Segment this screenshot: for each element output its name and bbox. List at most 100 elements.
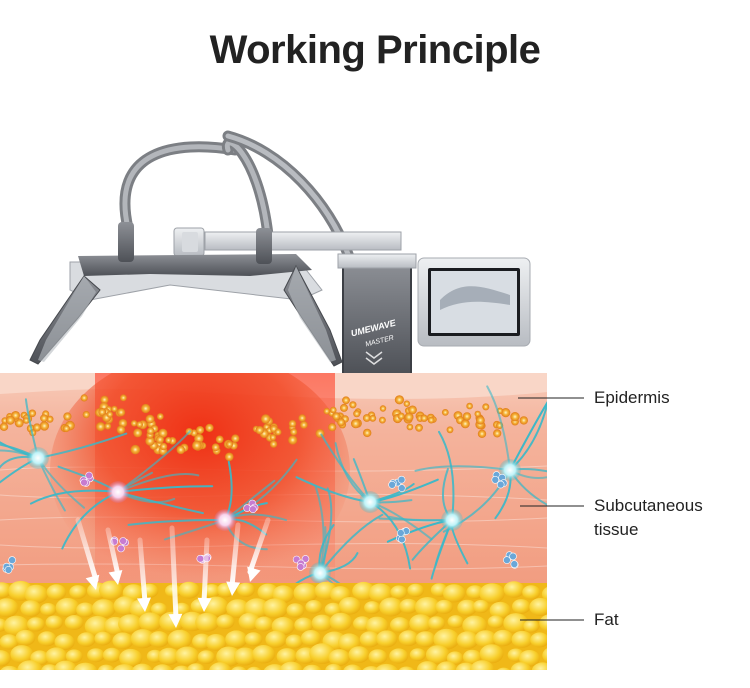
fat-cell <box>158 647 180 666</box>
label-subcutaneous-tissue: Subcutaneous tissue <box>594 496 703 539</box>
nerve-node <box>309 562 331 584</box>
lymph-cluster <box>491 475 500 484</box>
lymph-cluster <box>301 555 310 563</box>
skin-cell <box>145 414 155 424</box>
fat-cell <box>84 615 111 637</box>
skin-cell <box>159 442 168 451</box>
fat-cell <box>409 614 433 633</box>
label-epidermis: Epidermis <box>594 388 670 407</box>
fat-cell <box>447 615 464 629</box>
skin-cell <box>337 418 346 427</box>
skin-cell <box>63 412 72 421</box>
skin-cell <box>116 425 126 435</box>
fat-cell <box>233 647 257 666</box>
fat-cell <box>94 631 112 646</box>
skin-cell <box>141 403 151 414</box>
fat-cell <box>368 649 388 665</box>
fat-cell <box>216 614 235 629</box>
skin-cell <box>474 410 481 418</box>
lymph-cluster <box>496 480 505 489</box>
skin-cell <box>158 428 168 438</box>
fat-cell <box>187 663 205 670</box>
fat-cell <box>0 582 12 599</box>
skin-cell <box>165 437 172 444</box>
skin-cell <box>408 405 417 415</box>
fat-cell <box>376 630 398 648</box>
fat-cell <box>512 599 531 614</box>
skin-cell <box>397 412 405 420</box>
fat-cell <box>27 617 45 632</box>
fat-cell <box>294 617 314 633</box>
skin-cell <box>96 422 106 432</box>
fat-cell <box>91 599 116 619</box>
fat-cell <box>262 598 288 619</box>
label-fat: Fat <box>594 610 619 629</box>
energy-arrows <box>75 517 271 628</box>
fat-cell <box>300 630 322 647</box>
fat-cell <box>329 612 353 631</box>
fat-cell <box>519 650 540 667</box>
skin-cell <box>328 423 337 432</box>
skin-cell <box>5 415 15 425</box>
fat-cell <box>226 599 250 618</box>
fat-cell <box>343 664 362 670</box>
skin-cell <box>80 394 88 402</box>
lymph-cluster <box>196 554 205 563</box>
fat-cell <box>549 635 566 649</box>
fat-cell <box>510 662 532 670</box>
skin-cell <box>22 417 30 424</box>
fat-cell <box>466 585 484 599</box>
skin-cell <box>100 395 109 404</box>
skin-cell <box>379 416 386 424</box>
skin-cell <box>519 416 528 425</box>
fat-cell <box>203 584 221 598</box>
fat-cell <box>102 647 121 663</box>
skin-cell <box>323 407 331 415</box>
fat-cell <box>462 649 482 665</box>
skin-cell <box>290 428 298 436</box>
skin-cell <box>133 428 143 438</box>
skin-cell <box>120 394 127 402</box>
fat-cell <box>15 629 36 646</box>
skin-cell <box>493 429 502 438</box>
fat-cell <box>254 616 274 632</box>
fat-cell <box>285 634 303 649</box>
skin-cell <box>406 423 414 431</box>
fat-cell <box>398 630 419 647</box>
fat-cell <box>205 634 227 651</box>
fat-cell <box>541 586 547 602</box>
skin-cell <box>215 435 224 444</box>
skin-cell <box>501 408 511 418</box>
energy-arrow <box>226 522 241 596</box>
fat-cell <box>390 617 410 633</box>
skin-cell <box>145 436 155 446</box>
fat-cell <box>293 583 318 603</box>
fat-cell <box>462 615 487 636</box>
lymph-cluster <box>8 556 16 564</box>
lymph-cluster <box>4 565 13 574</box>
skin-cell <box>330 406 337 414</box>
fat-cell <box>479 644 504 664</box>
fat-cell <box>231 666 247 670</box>
fat-cell <box>209 662 232 670</box>
fat-cell <box>76 602 95 618</box>
skin-cell <box>342 396 350 405</box>
fat-cell <box>271 617 295 636</box>
fat-cell <box>522 585 541 600</box>
energy-arrow <box>197 537 212 612</box>
skin-cell <box>225 452 234 462</box>
skin-cell <box>117 408 126 417</box>
fat-cell <box>409 648 426 662</box>
skin-cell <box>274 428 282 436</box>
lymph-cluster <box>510 560 519 568</box>
lymph-cluster <box>388 480 396 489</box>
skin-cell <box>477 429 487 438</box>
fat-cell <box>470 660 495 670</box>
skin-cell <box>118 418 128 428</box>
skin-cell <box>510 412 520 422</box>
fat-cell <box>435 599 454 614</box>
lymph-cluster <box>119 537 127 545</box>
skin-cell <box>362 414 371 422</box>
fat-cell <box>442 584 466 603</box>
fat-cell <box>265 630 287 648</box>
